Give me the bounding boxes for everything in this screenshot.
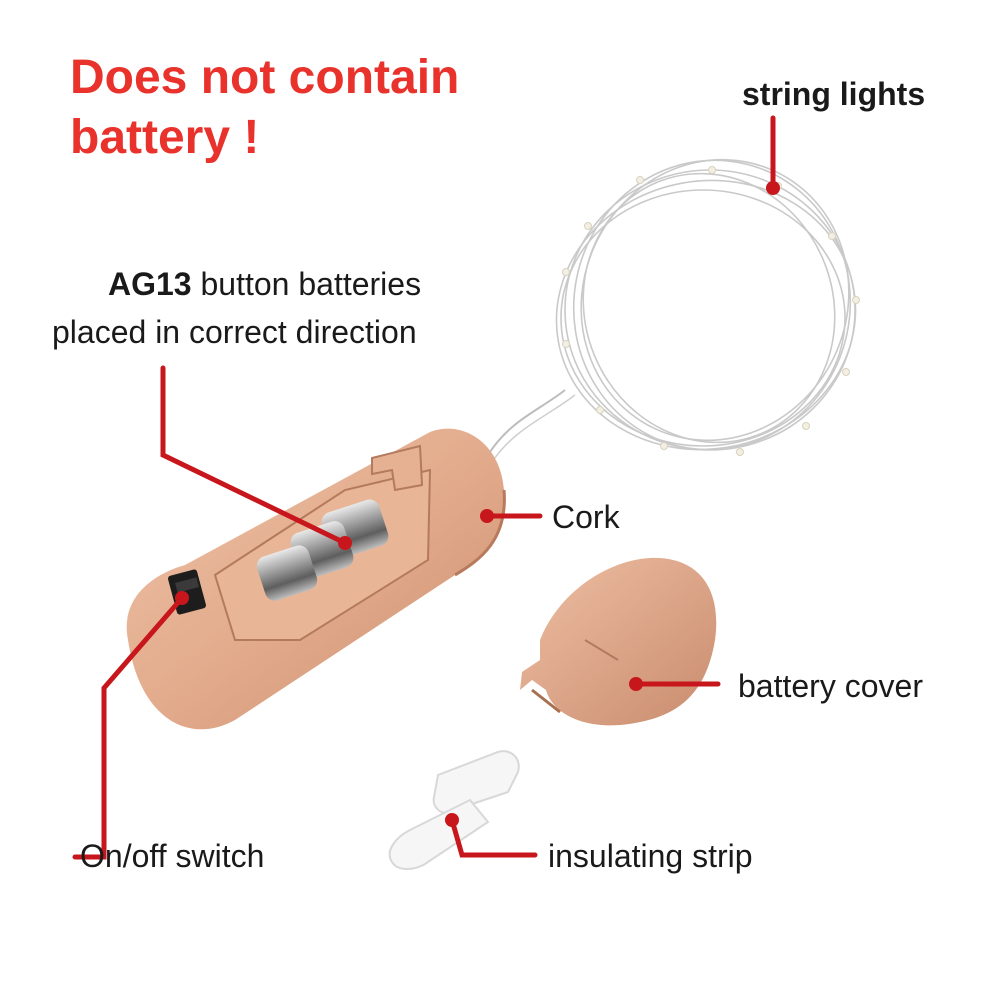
battery-cover: [520, 557, 717, 726]
label-batteries-rest: button batteries: [191, 266, 422, 302]
warning-line-2: battery !: [70, 111, 260, 164]
label-cork: Cork: [552, 499, 620, 535]
label-batteries-line-1: AG13 button batteries: [108, 266, 421, 303]
label-battery-cover: battery cover: [738, 668, 923, 704]
label-on-off-switch: On/off switch: [80, 838, 265, 874]
label-string-lights: string lights: [742, 76, 926, 112]
label-batteries-line-2: placed in correct direction: [52, 314, 417, 350]
string-lights: [487, 158, 857, 463]
cork: [126, 428, 506, 730]
leader-dots: [175, 181, 780, 827]
insulating-strip: [388, 750, 520, 870]
label-insulating-strip: insulating strip: [548, 838, 753, 874]
no-battery-warning: Does not contain battery !: [70, 48, 459, 168]
warning-line-1: Does not contain: [70, 51, 460, 104]
label-battery-model: AG13: [108, 266, 192, 302]
leader-lines: [72, 115, 776, 860]
led-beads: [562, 166, 860, 456]
